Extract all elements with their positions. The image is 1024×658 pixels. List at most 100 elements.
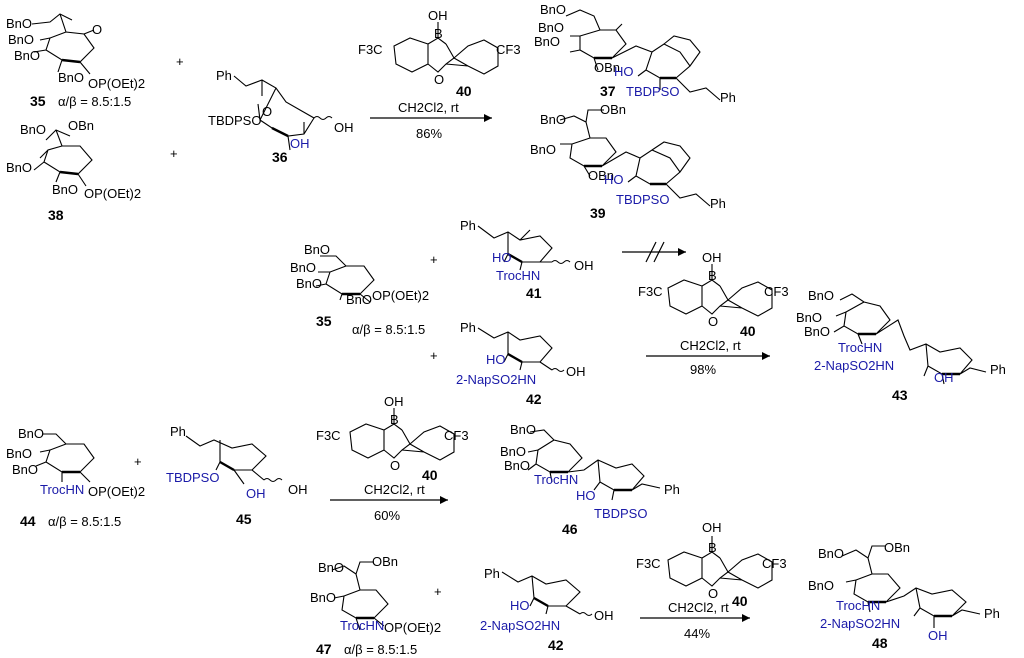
reaction-conditions: CH2Cl2, rt bbox=[668, 600, 729, 615]
phosphite-label: OP(OEt)2 bbox=[88, 484, 145, 499]
catalyst-40-structure-3: F3C CF3 B OH O bbox=[316, 394, 469, 473]
acceptor-41-structure: Ph HO TrocHN OH bbox=[460, 218, 594, 283]
bno-label: BnO bbox=[6, 160, 32, 175]
boron-hydroxyl-label: OH bbox=[702, 520, 722, 535]
bno-label: BnO bbox=[318, 560, 344, 575]
compound-42-number: 42 bbox=[526, 391, 542, 407]
tbdpso-label: TBDPSO bbox=[626, 84, 679, 99]
obn-label: OBn bbox=[588, 168, 614, 183]
bno-label: BnO bbox=[296, 276, 322, 291]
hydroxyl-label: OH bbox=[566, 364, 586, 379]
boron-hydroxyl-label: OH bbox=[384, 394, 404, 409]
phenyl-label: Ph bbox=[720, 90, 736, 105]
blocked-mark bbox=[653, 241, 665, 263]
bno-label: BnO bbox=[818, 546, 844, 561]
plus-sign: + bbox=[430, 252, 438, 267]
cf3-label: CF3 bbox=[764, 284, 789, 299]
hydroxyl-label: OH bbox=[288, 482, 308, 497]
napso2hn-label: 2-NapSO2HN bbox=[480, 618, 560, 633]
trochn-label: TrocHN bbox=[534, 472, 578, 487]
arrow-head bbox=[762, 352, 770, 360]
hydroxyl-label: OH bbox=[246, 486, 266, 501]
bno-label: BnO bbox=[290, 260, 316, 275]
boron-label: B bbox=[434, 26, 443, 41]
obn-label: OBn bbox=[884, 540, 910, 555]
bno-label: BnO bbox=[6, 446, 32, 461]
tbdpso-label: TBDPSO bbox=[166, 470, 219, 485]
phenyl-label: Ph bbox=[484, 566, 500, 581]
anomer-ratio: α/β = 8.5:1.5 bbox=[344, 642, 417, 657]
reaction-yield: 86% bbox=[416, 126, 442, 141]
phenyl-label: Ph bbox=[460, 218, 476, 233]
compound-36-number: 36 bbox=[272, 149, 288, 165]
bno-label: BnO bbox=[8, 32, 34, 47]
compound-37-number: 37 bbox=[600, 83, 616, 99]
hydroxyl-label: OH bbox=[594, 608, 614, 623]
anomer-ratio: α/β = 8.5:1.5 bbox=[48, 514, 121, 529]
cf3-label: F3C bbox=[316, 428, 341, 443]
anomer-ratio: α/β = 8.5:1.5 bbox=[352, 322, 425, 337]
napso2hn-label: 2-NapSO2HN bbox=[820, 616, 900, 631]
plus-sign: + bbox=[170, 146, 178, 161]
trochn-label: TrocHN bbox=[40, 482, 84, 497]
ring-o-label: O bbox=[708, 314, 718, 329]
cf3-label: F3C bbox=[358, 42, 383, 57]
hydroxyl-label: OH bbox=[934, 370, 954, 385]
ring-o-label: O bbox=[390, 458, 400, 473]
hydroxyl-label: HO bbox=[510, 598, 530, 613]
cf3-label: F3C bbox=[638, 284, 663, 299]
catalyst-40-structure-4: F3C CF3 B OH O bbox=[636, 520, 787, 601]
reaction-yield: 60% bbox=[374, 508, 400, 523]
donor-47-structure: BnO OBn BnO TrocHN OP(OEt)2 bbox=[310, 554, 441, 635]
bno-label: BnO bbox=[504, 458, 530, 473]
reaction-yield: 98% bbox=[690, 362, 716, 377]
bno-label: BnO bbox=[346, 292, 372, 307]
phosphite-label: OP(OEt)2 bbox=[372, 288, 429, 303]
compound-40-number: 40 bbox=[456, 83, 472, 99]
bno-label: BnO bbox=[58, 70, 84, 85]
cf3-label: F3C bbox=[636, 556, 661, 571]
compound-42-number: 42 bbox=[548, 637, 564, 653]
product-39-structure: BnO OBn BnO OBn HO TBDPSO Ph bbox=[530, 102, 726, 211]
compound-45-number: 45 bbox=[236, 511, 252, 527]
phenyl-label: Ph bbox=[990, 362, 1006, 377]
compound-46-number: 46 bbox=[562, 521, 578, 537]
hydroxyl-label: OH bbox=[334, 120, 354, 135]
blocked-mark bbox=[645, 241, 657, 263]
trochn-label: TrocHN bbox=[838, 340, 882, 355]
tbdpso-label: TBDPSO bbox=[616, 192, 669, 207]
compound-48-number: 48 bbox=[872, 635, 888, 651]
boron-hydroxyl-label: OH bbox=[428, 8, 448, 23]
phosphite-label: OP(OEt)2 bbox=[384, 620, 441, 635]
donor-38-structure: BnO OBn BnO BnO OP(OEt)2 bbox=[6, 118, 141, 201]
cf3-label: CF3 bbox=[496, 42, 521, 57]
plus-sign: + bbox=[430, 348, 438, 363]
napso2hn-label: 2-NapSO2HN bbox=[814, 358, 894, 373]
phenyl-label: Ph bbox=[216, 68, 232, 83]
product-48-structure: BnO OBn BnO TrocHN 2-NapSO2HN OH Ph bbox=[808, 540, 1000, 643]
obn-label: OBn bbox=[600, 102, 626, 117]
bno-label: BnO bbox=[14, 48, 40, 63]
product-37-structure: BnO BnO BnO OBn HO TBDPSO Ph bbox=[534, 2, 736, 105]
arrow-head bbox=[742, 614, 750, 622]
acceptor-42-structure-2: Ph HO 2-NapSO2HN OH bbox=[480, 566, 614, 633]
trochn-label: TrocHN bbox=[496, 268, 540, 283]
compound-40-number: 40 bbox=[740, 323, 756, 339]
bno-label: BnO bbox=[534, 34, 560, 49]
hydroxyl-label: HO bbox=[614, 64, 634, 79]
bno-label: BnO bbox=[310, 590, 336, 605]
product-43-structure: BnO BnO BnO TrocHN 2-NapSO2HN OH Ph bbox=[796, 288, 1006, 385]
hydroxyl-label: HO bbox=[492, 250, 512, 265]
acceptor-42-structure: Ph HO 2-NapSO2HN OH bbox=[456, 320, 586, 387]
bno-label: BnO bbox=[540, 2, 566, 17]
ring-o-label: O bbox=[434, 72, 444, 87]
boron-label: B bbox=[390, 412, 399, 427]
reaction-yield: 44% bbox=[684, 626, 710, 641]
phenyl-label: Ph bbox=[664, 482, 680, 497]
obn-label: OBn bbox=[68, 118, 94, 133]
reaction-conditions: CH2Cl2, rt bbox=[680, 338, 741, 353]
arrow-head bbox=[484, 114, 492, 122]
compound-40-number: 40 bbox=[422, 467, 438, 483]
plus-sign: + bbox=[434, 584, 442, 599]
phenyl-label: Ph bbox=[170, 424, 186, 439]
